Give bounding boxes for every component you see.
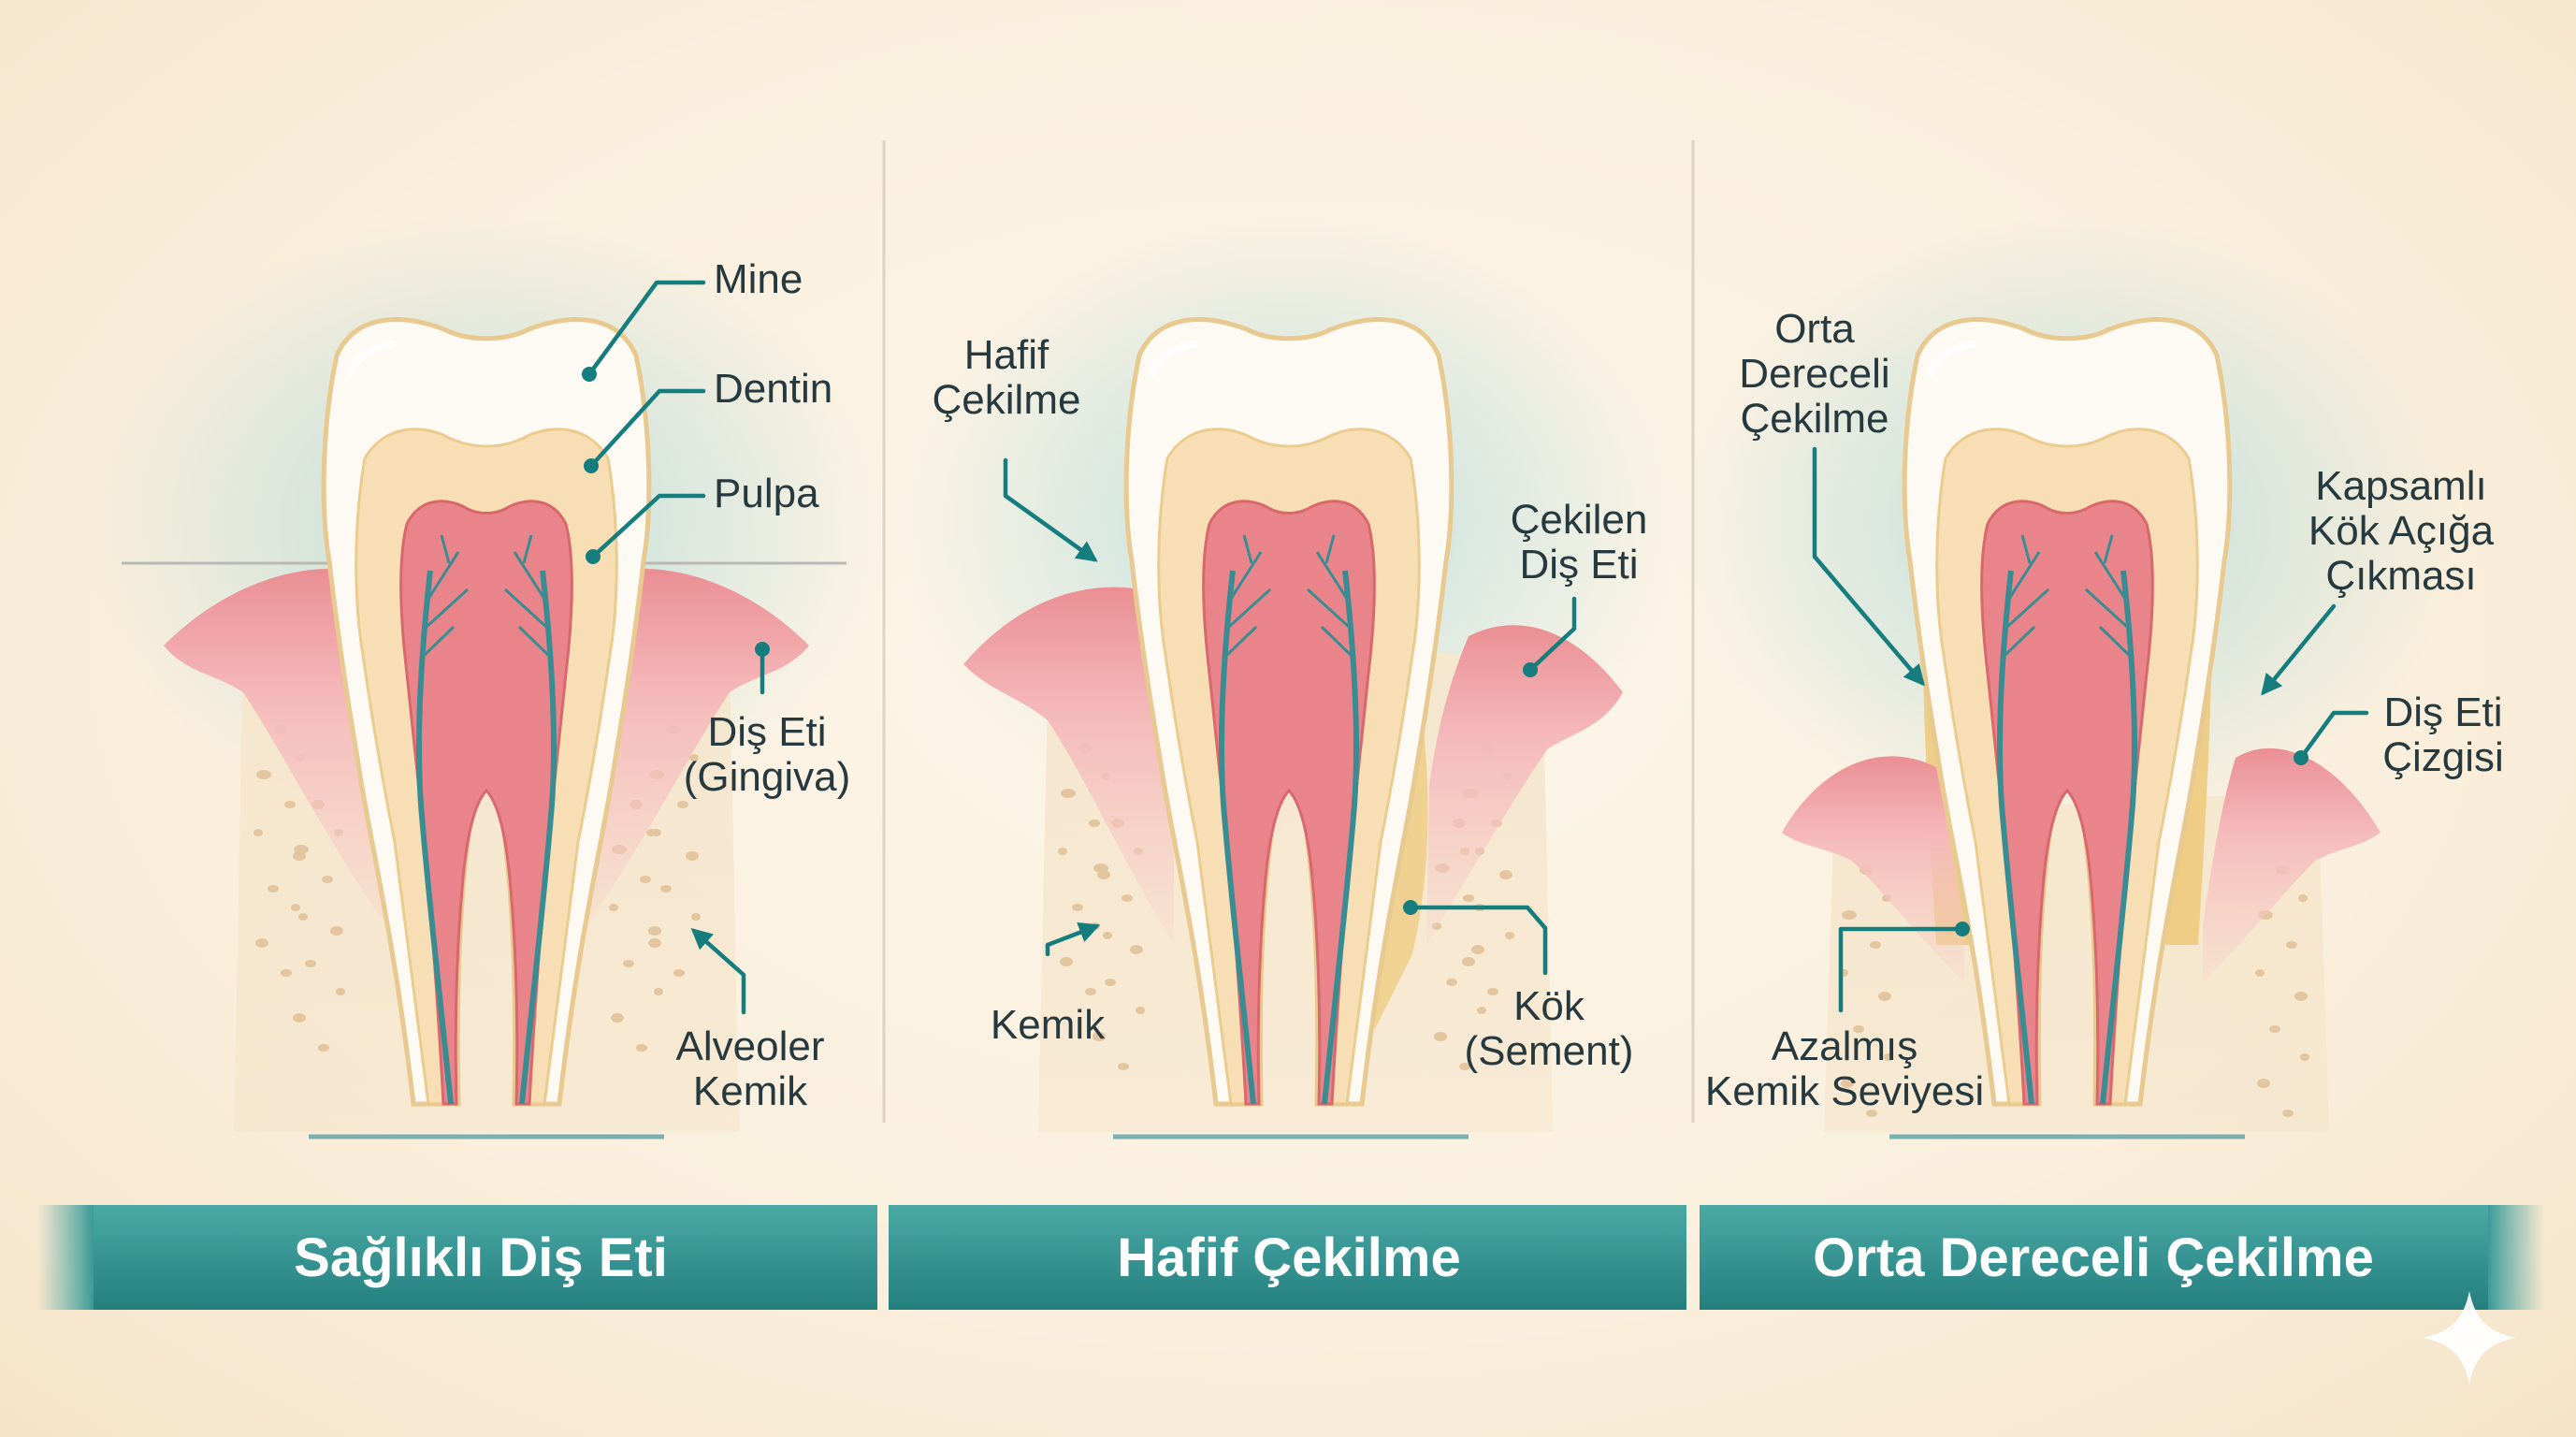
- label-gumline: Diş Eti Çizgisi: [2294, 689, 2504, 780]
- banner-healthy-title: Sağlıklı Diş Eti: [294, 1227, 668, 1288]
- gingiva-receded: [2203, 748, 2381, 982]
- panel-moderate-recession: Orta Dereceli Çekilme Kapsamlı Kök Açığa…: [1674, 215, 2504, 1139]
- gingiva: [580, 568, 809, 936]
- banner-mild-title: Hafif Çekilme: [1117, 1227, 1460, 1288]
- label-receded-text-1: Çekilen: [1511, 497, 1648, 543]
- sparkle-icon: [2423, 1291, 2516, 1385]
- label-moderate-text-2: Dereceli: [1739, 351, 1889, 397]
- label-moderate-recession: Orta Dereceli Çekilme: [1739, 306, 1925, 687]
- label-mild-text-2: Çekilme: [933, 377, 1081, 423]
- label-dentin: Dentin: [584, 366, 832, 473]
- label-bone: Kemik: [991, 922, 1106, 1048]
- banner-healthy: [94, 1205, 877, 1310]
- gingiva: [963, 587, 1174, 945]
- label-mine: Mine: [582, 256, 803, 382]
- banner-moderate: [1700, 1205, 2488, 1310]
- label-gingiva: Diş Eti (Gingiva): [684, 642, 851, 800]
- label-gumline-text-2: Çizgisi: [2382, 734, 2504, 780]
- label-dentin-text: Dentin: [714, 366, 832, 412]
- label-bone-level-text-1: Azalmış: [1772, 1023, 1918, 1069]
- label-exposure-text-1: Kapsamlı: [2315, 463, 2486, 509]
- label-gingiva-text-2: (Gingiva): [684, 754, 851, 800]
- label-moderate-text-1: Orta: [1774, 306, 1855, 352]
- label-alveolar-bone: Alveoler Kemik: [676, 928, 825, 1114]
- label-root-text-2: (Sement): [1465, 1028, 1634, 1074]
- label-root-exposure: Kapsamlı Kök Açığa Çıkması: [2261, 463, 2495, 696]
- label-bone-text: Kemik: [991, 1002, 1106, 1048]
- label-pulpa-text: Pulpa: [714, 471, 819, 516]
- label-gingiva-text-1: Diş Eti: [707, 709, 826, 755]
- label-alveolar-text-1: Alveoler: [676, 1023, 825, 1069]
- label-mild-text-1: Hafif: [964, 332, 1049, 378]
- label-moderate-text-3: Çekilme: [1741, 396, 1889, 442]
- label-root-text-1: Kök: [1513, 983, 1585, 1029]
- label-bone-level-text-2: Kemik Seviyesi: [1705, 1068, 1984, 1114]
- label-alveolar-text-2: Kemik: [693, 1068, 808, 1114]
- gingiva-receded: [1782, 756, 1964, 982]
- banner-strip: Sağlıklı Diş Eti Hafif Çekilme Orta Dere…: [37, 1205, 2544, 1310]
- banner-mild: [889, 1205, 1686, 1310]
- label-pulpa: Pulpa: [586, 471, 819, 564]
- gingiva: [164, 568, 393, 936]
- label-reduced-bone-level: Azalmış Kemik Seviyesi: [1705, 922, 1984, 1114]
- label-mild-recession: Hafif Çekilme: [933, 332, 1098, 562]
- label-receded-text-2: Diş Eti: [1519, 542, 1638, 588]
- panel-mild-recession: Hafif Çekilme Çekilen Diş Eti Kemik Kök …: [896, 215, 1682, 1139]
- label-exposure-text-3: Çıkması: [2325, 553, 2476, 599]
- gingiva-receded: [1426, 625, 1623, 945]
- label-root-cementum: Kök (Sement): [1403, 900, 1633, 1074]
- label-exposure-text-2: Kök Açığa: [2308, 508, 2495, 554]
- label-gumline-text-1: Diş Eti: [2383, 689, 2502, 735]
- banner-moderate-title: Orta Dereceli Çekilme: [1813, 1227, 2374, 1288]
- label-receded-gum: Çekilen Diş Eti: [1511, 497, 1648, 677]
- label-mine-text: Mine: [714, 256, 803, 302]
- panel-healthy: Mine Dentin Pulpa Diş Eti (Gingiva) Alve…: [84, 215, 889, 1139]
